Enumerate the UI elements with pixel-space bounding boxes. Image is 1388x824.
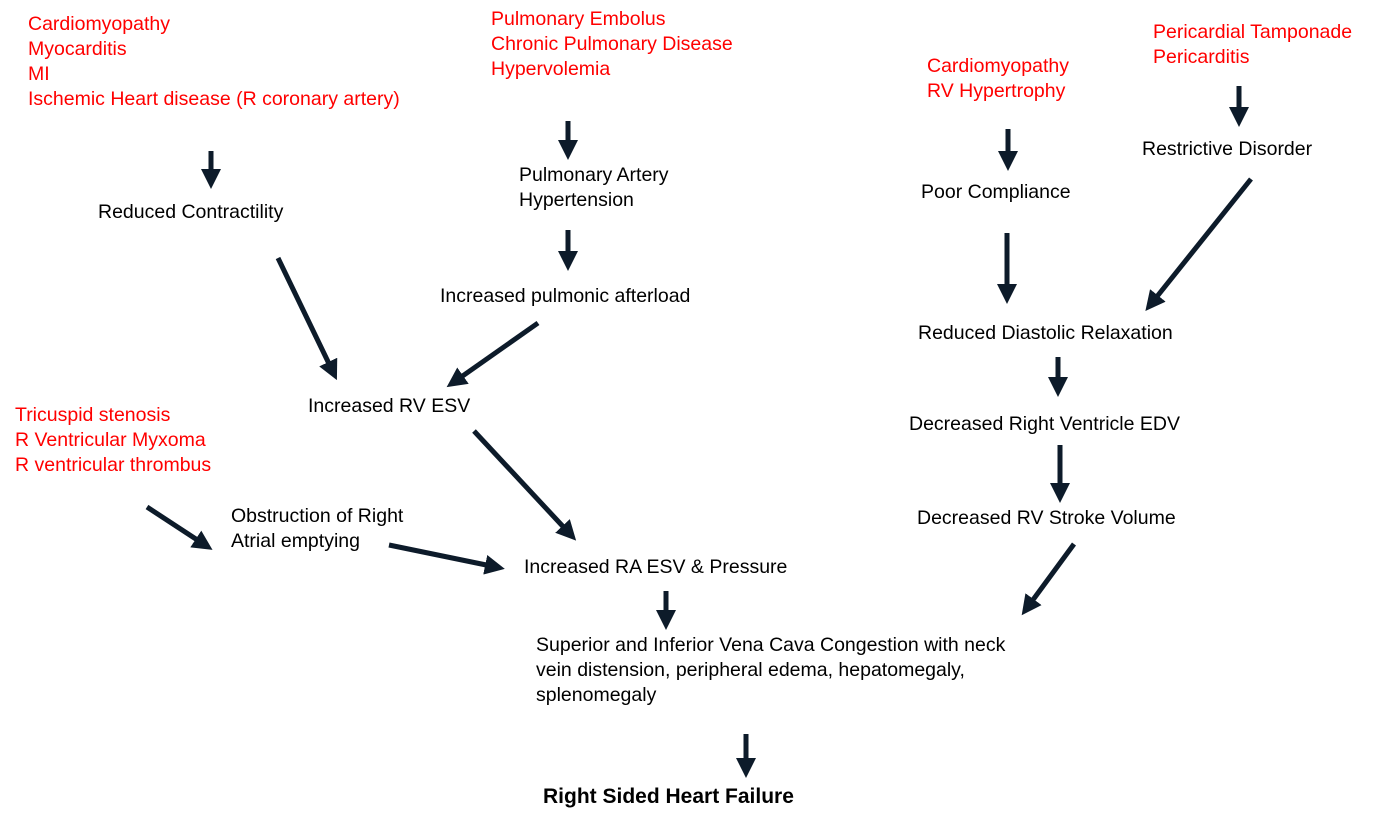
node-line: vein distension, peripheral edema, hepat… bbox=[536, 659, 965, 681]
cause-item: Tricuspid stenosis bbox=[15, 404, 171, 426]
arrow-contractility-to-rv-esv bbox=[275, 256, 338, 381]
node-increased-rv-esv: Increased RV ESV bbox=[308, 395, 471, 417]
node-vena-cava-congestion: Superior and Inferior Vena Cava Congesti… bbox=[536, 633, 1005, 708]
cause-item: Pulmonary Embolus bbox=[491, 8, 666, 30]
cause-item: MI bbox=[28, 63, 50, 85]
node-poor-compliance: Poor Compliance bbox=[921, 181, 1071, 203]
cause-item: Myocarditis bbox=[28, 38, 127, 60]
node-line: splenomegaly bbox=[536, 684, 657, 706]
cause-item: R ventricular thrombus bbox=[15, 454, 212, 476]
cause-item: Ischemic Heart disease (R coronary arter… bbox=[28, 88, 400, 110]
cause-item: Hypervolemia bbox=[491, 58, 611, 80]
node-decreased-rv-edv: Decreased Right Ventricle EDV bbox=[909, 413, 1180, 435]
node-pulmonary-artery-hypertension: Pulmonary Artery Hypertension bbox=[519, 163, 669, 213]
node-line: Atrial emptying bbox=[231, 530, 360, 552]
causes-far-right: Pericardial Tamponade Pericarditis bbox=[1153, 20, 1352, 70]
causes-left-top: Cardiomyopathy Myocarditis MI Ischemic H… bbox=[28, 12, 400, 112]
cause-item: Pericardial Tamponade bbox=[1153, 21, 1353, 43]
arrow-restrictive-to-diastolic bbox=[1145, 177, 1253, 312]
causes-middle-top: Pulmonary Embolus Chronic Pulmonary Dise… bbox=[491, 7, 733, 82]
node-restrictive-disorder: Restrictive Disorder bbox=[1142, 138, 1313, 160]
node-obstruction-ra: Obstruction of Right Atrial emptying bbox=[231, 504, 403, 554]
arrow-afterload-to-rv-esv bbox=[446, 320, 540, 388]
arrow-rv-esv-to-ra-esv bbox=[472, 429, 577, 541]
node-reduced-contractility: Reduced Contractility bbox=[98, 201, 284, 223]
cause-item: Chronic Pulmonary Disease bbox=[491, 33, 733, 55]
node-right-sided-heart-failure: Right Sided Heart Failure bbox=[543, 785, 794, 808]
cause-item: Cardiomyopathy bbox=[927, 55, 1069, 77]
cause-item: Cardiomyopathy bbox=[28, 13, 170, 35]
node-reduced-diastolic-relaxation: Reduced Diastolic Relaxation bbox=[918, 322, 1173, 344]
node-line: Superior and Inferior Vena Cava Congesti… bbox=[536, 634, 1006, 656]
node-increased-afterload: Increased pulmonic afterload bbox=[440, 285, 691, 307]
node-increased-ra-esv: Increased RA ESV & Pressure bbox=[524, 556, 788, 578]
arrow-stroke-volume-to-congestion bbox=[1021, 542, 1077, 616]
node-line: Obstruction of Right bbox=[231, 505, 404, 527]
cause-item: Pericarditis bbox=[1153, 46, 1250, 68]
arrow-obstruction-causes-to-obstruction bbox=[145, 504, 213, 550]
node-decreased-rv-stroke-volume: Decreased RV Stroke Volume bbox=[917, 507, 1176, 529]
node-line: Hypertension bbox=[519, 189, 634, 211]
node-line: Pulmonary Artery bbox=[519, 164, 669, 186]
causes-left-obstruction: Tricuspid stenosis R Ventricular Myxoma … bbox=[15, 403, 211, 478]
arrow-obstruction-to-ra-esv bbox=[388, 542, 505, 575]
cause-item: RV Hypertrophy bbox=[927, 80, 1066, 102]
causes-right-compliance: Cardiomyopathy RV Hypertrophy bbox=[927, 54, 1069, 104]
cause-item: R Ventricular Myxoma bbox=[15, 429, 206, 451]
